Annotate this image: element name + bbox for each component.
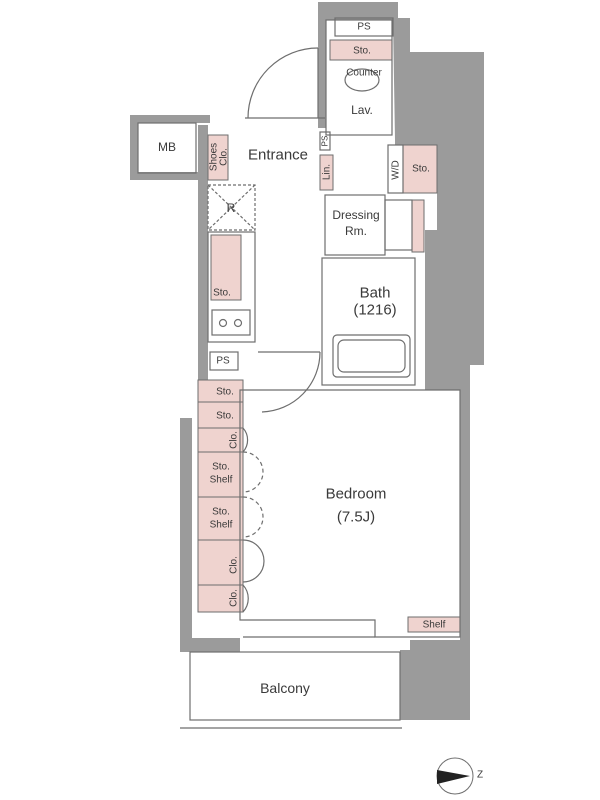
- lav-label: Lav.: [351, 103, 373, 118]
- ps-top-label: PS: [357, 21, 371, 33]
- exterior-walls: [130, 2, 484, 720]
- shelf-label: Shelf: [422, 619, 446, 631]
- closet-1: [197, 427, 244, 453]
- clo-1-label: Clo.: [228, 431, 240, 449]
- sto-shelf-2-label: Sto.: [212, 506, 230, 518]
- sto-counter-label: Sto.: [353, 45, 371, 57]
- shoes-closet: [207, 134, 229, 181]
- kitchen-sto-label: Sto.: [213, 287, 231, 299]
- dressing-label: Dressing: [332, 208, 380, 223]
- ps-small-label: PS: [320, 135, 330, 147]
- compass-label: Z: [476, 769, 484, 781]
- clo-2-label: Clo.: [228, 556, 240, 574]
- bath-label: Bath: [359, 284, 391, 302]
- stove: [211, 309, 251, 336]
- kitchen-storage: [210, 234, 242, 301]
- sto-shelf-1-shelf-label: Shelf: [209, 474, 233, 486]
- bedroom-size-label: (7.5J): [336, 508, 376, 526]
- ps-mid-label: PS: [216, 355, 230, 367]
- bath-size-label: (1216): [353, 301, 397, 319]
- fridge-space: [207, 184, 256, 231]
- wd-label: W/D: [390, 160, 402, 180]
- lin-label: Lin.: [321, 163, 333, 181]
- entrance-label: Entrance: [247, 146, 309, 164]
- ps-mid-box: [209, 351, 239, 371]
- linen-closet: [319, 154, 334, 191]
- bedroom-label: Bedroom: [325, 485, 387, 503]
- sto-shelf-1-label: Sto.: [212, 461, 230, 473]
- ps-small-box: [319, 131, 331, 151]
- storage-2: [197, 401, 244, 429]
- side-storage: [411, 199, 425, 253]
- wd-sto-label: Sto.: [412, 163, 430, 175]
- wd-storage: [402, 144, 438, 194]
- balcony-area: [189, 651, 401, 721]
- sto-1-label: Sto.: [216, 386, 234, 398]
- ps-top-box: [334, 17, 394, 37]
- storage-shelf-1: [197, 451, 244, 498]
- sto-2-label: Sto.: [216, 410, 234, 422]
- shoes-clo-label: Clo.: [218, 148, 230, 166]
- wd-box: [387, 144, 404, 194]
- sto-shelf-2-shelf-label: Shelf: [209, 519, 233, 531]
- counter-label: Counter: [346, 67, 382, 79]
- dressing-rm-label: Rm.: [345, 224, 367, 239]
- fridge-label: R: [226, 201, 236, 216]
- closet-3: [197, 584, 244, 613]
- clo-3-label: Clo.: [228, 589, 240, 607]
- mb-box: [137, 122, 197, 174]
- bathtub: [332, 334, 411, 378]
- balcony-label: Balcony: [260, 679, 310, 696]
- closet-2: [197, 539, 244, 586]
- mb-label: MB: [158, 140, 176, 155]
- bath-room: [321, 257, 416, 386]
- north-arrow-icon: [436, 757, 474, 795]
